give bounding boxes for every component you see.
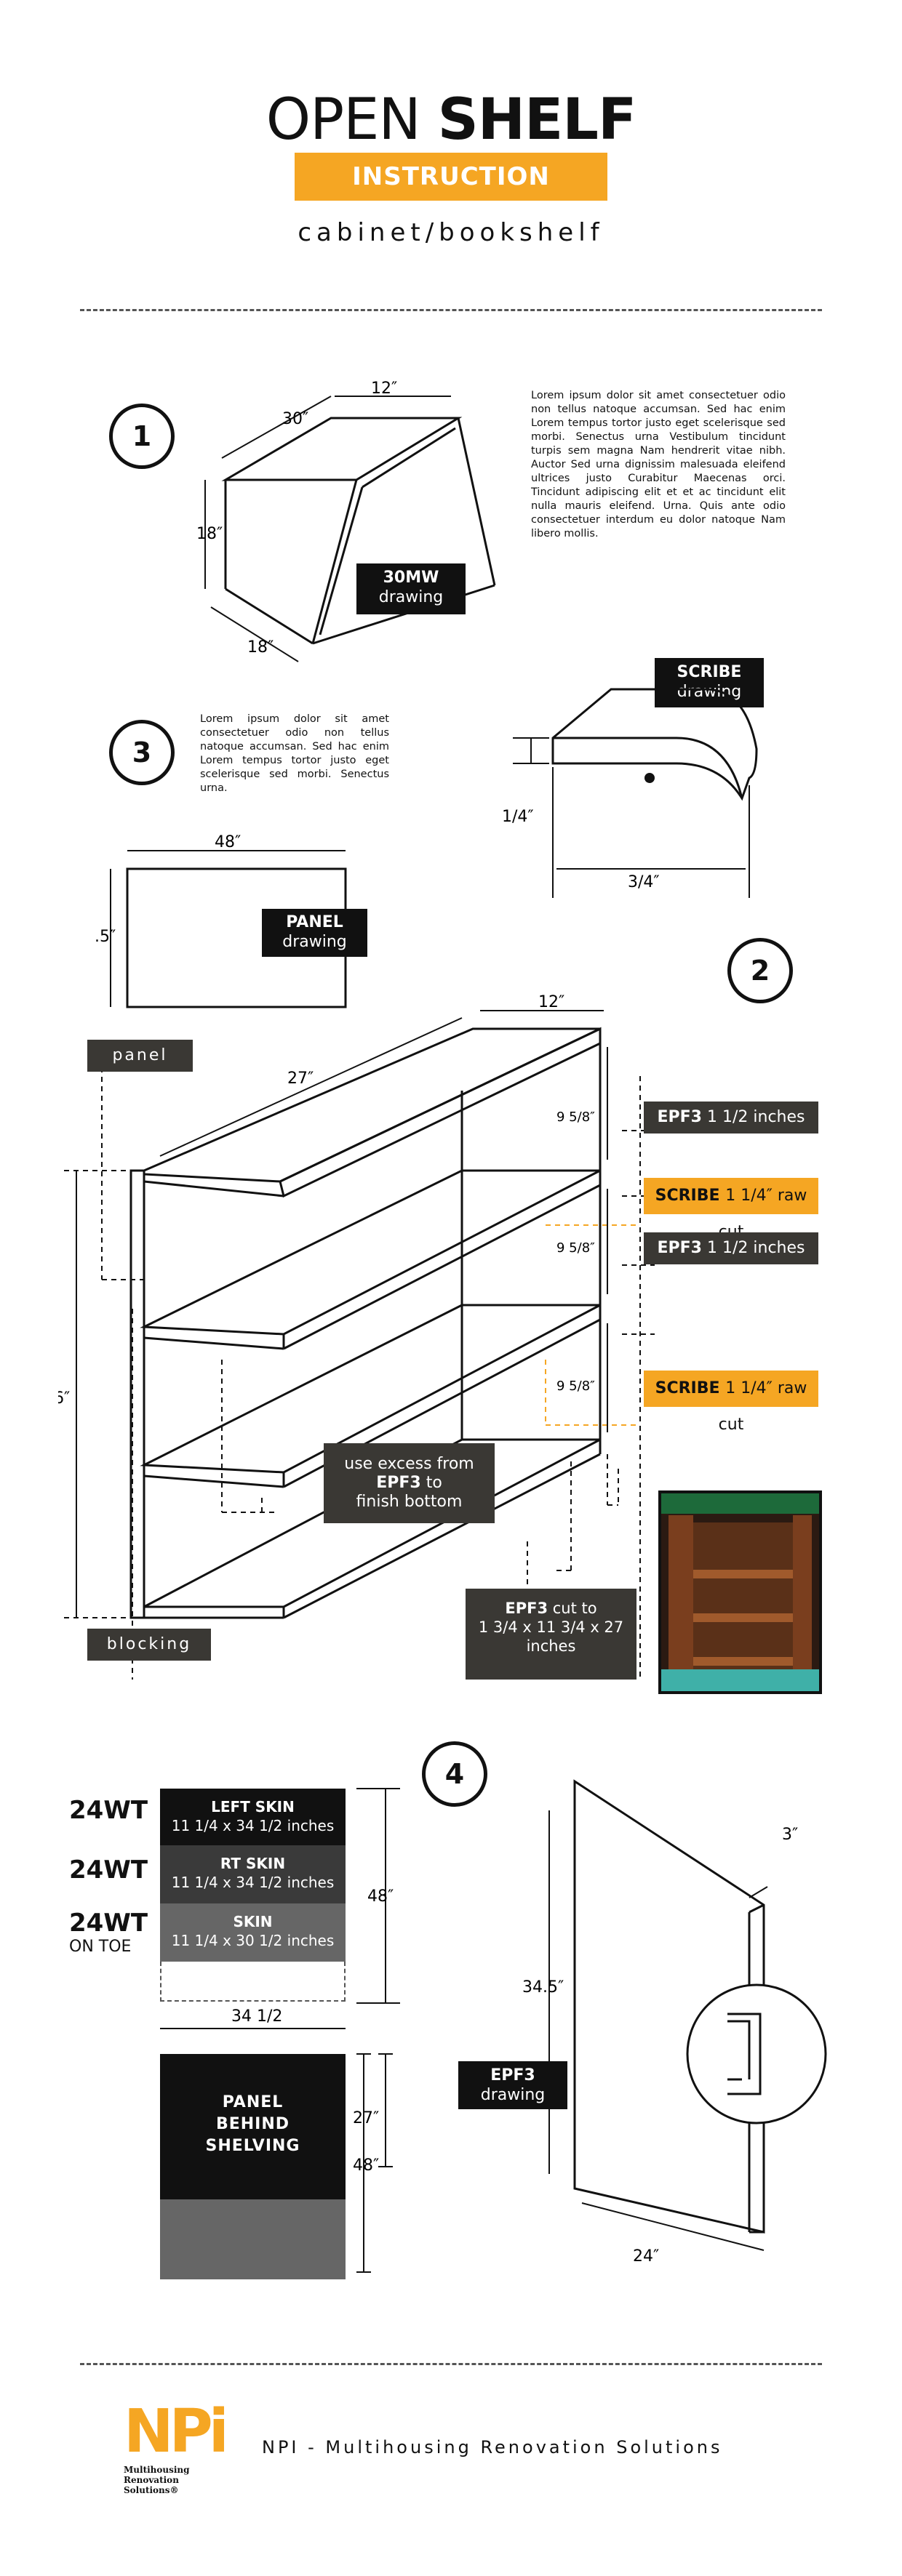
panel-behind-lower [160,2199,346,2279]
title-light: OPEN [266,87,421,153]
rt-skin-dims: 11 1/4 x 34 1/2 inches [171,1874,335,1891]
tag-30mw-title: 30MW [383,569,439,587]
skin-label-3-sub: ON TOE [69,1938,132,1956]
tag-scribe-2-rest: 1 1/4″ raw cut [718,1379,807,1434]
epf3-drawing: 34.5″ 3″ 24″ [522,1779,827,2266]
toe-skin-box: SKIN 11 1/4 x 30 1/2 inches [160,1903,346,1962]
dim-skin-height: 48″ [367,1887,394,1906]
dim-scribe-width: 3/4″ [628,873,660,891]
step-3-text: Lorem ipsum dolor sit amet consectetuer … [200,713,389,794]
cabinet-30mw-drawing: 30″ 12″ 18″ 18″ [196,380,496,662]
note-use-excess: use excess from EPF3 to finish bottom [324,1443,495,1523]
rt-skin-box: RT SKIN 11 1/4 x 34 1/2 inches [160,1845,346,1903]
tag-scribe-2-bold: SCRIBE [655,1379,720,1397]
skin-label-3: 24WT [69,1909,148,1938]
skin-label-2: 24WT [69,1855,148,1885]
tag-30mw-sub: drawing [378,588,444,606]
dim-epf-width: 24″ [633,2247,659,2266]
note-excess-line3: finish bottom [356,1493,463,1511]
label-panel: panel [87,1040,193,1072]
divider-bottom [80,2363,822,2365]
tag-scribe-1: SCRIBE 1 1/4″ raw cut [644,1178,818,1241]
note-cut-l1: cut to [552,1600,597,1617]
skin-label-1: 24WT [69,1796,148,1825]
dim-panel-top: 27″ [353,2109,379,2127]
dim-height-18: 18″ [196,525,223,543]
dim-panel-width: 48″ [215,833,241,851]
toe-skin-dims: 11 1/4 x 30 1/2 inches [171,1932,335,1949]
step-2-badge: 2 [727,938,793,1003]
dim-depth-12: 12″ [371,380,397,398]
note-excess-line2: to [426,1474,442,1492]
logo-sub1: Multihousing [124,2465,190,2475]
divider-top [80,309,822,311]
page-title: OPEN SHELF [0,87,902,153]
dim-panel-height: 34.5″ [95,928,116,946]
rt-skin-title: RT SKIN [220,1855,286,1872]
tag-scribe-2: SCRIBE 1 1/4″ raw cut [644,1371,818,1434]
tag-panel: PANEL drawing [262,909,367,957]
tag-epf3-1: EPF3 1 1/2 inches [644,1102,818,1133]
tag-epf3-2-rest: 1 1/2 inches [707,1239,805,1257]
dim-width-30: 30″ [282,410,308,428]
title-bold: SHELF [437,87,637,153]
tag-epf3-1-rest: 1 1/2 inches [707,1108,805,1126]
dim-shelf-height: 36″ [58,1389,70,1408]
label-blocking: blocking [87,1629,211,1661]
tag-panel-title: PANEL [286,913,343,931]
tag-epf3-title: EPF3 [490,2066,535,2085]
tag-epf3-sub: drawing [480,2086,546,2104]
note-cut-bold: EPF3 [505,1600,548,1617]
note-cut-l2: 1 3/4 x 11 3/4 x 27 [478,1618,624,1636]
subtitle: cabinet/bookshelf [298,218,604,247]
instruction-banner: INSTRUCTION MANUAL [295,153,607,239]
dim-scribe-height: 1/4″ [502,808,534,826]
note-epf3-cut: EPF3 cut to 1 3/4 x 11 3/4 x 27 inches [466,1589,636,1680]
tag-epf3-2-bold: EPF3 [657,1239,703,1257]
dim-gap-1: 9 5/8″ [556,1110,595,1125]
dim-shelf-length: 27″ [287,1070,314,1088]
step-1-text: Lorem ipsum dolor sit amet consectetuer … [531,390,786,539]
dim-shelf-depth: 12″ [538,993,564,1011]
note-excess-line1: use excess from [344,1455,474,1473]
tag-panel-sub: drawing [282,933,347,951]
panel-behind-shelving: PANEL BEHIND SHELVING [160,2054,346,2199]
step-3-badge: 3 [109,720,175,785]
note-cut-l3: inches [526,1637,576,1655]
dim-epf-height: 34.5″ [522,1978,564,1997]
tag-epf3-1-bold: EPF3 [657,1108,703,1126]
tag-scribe-title: SCRIBE [676,663,742,681]
left-skin-title: LEFT SKIN [211,1798,295,1815]
dim-bottom-18: 18″ [247,638,274,657]
open-shelf-drawing: 27″ 12″ 36″ 9 5/8″ 9 5/8″ 9 5/8″ [58,993,655,1680]
logo-sub2: Renovation Solutions® [124,2475,179,2495]
npi-logo: NPi Multihousing Renovation Solutions® [124,2399,233,2508]
dim-gap-2: 9 5/8″ [556,1240,595,1256]
scribe-profile-drawing: 1/4″ 3/4″ [502,688,758,898]
shelf-photo [658,1490,822,1694]
tag-epf3-2: EPF3 1 1/2 inches [644,1232,818,1264]
logo-letters: NPi [124,2397,229,2466]
skin-dimension-lines: 48″ 34 1/2 27″ 48″ [160,1788,400,2273]
skin-dashed-outline [160,1962,346,2002]
step-4-badge: 4 [422,1741,487,1807]
dim-epf-depth: 3″ [782,1826,798,1844]
note-excess-bold: EPF3 [376,1474,421,1492]
left-skin-box: LEFT SKIN 11 1/4 x 34 1/2 inches [160,1789,346,1845]
left-skin-dims: 11 1/4 x 34 1/2 inches [171,1817,335,1834]
toe-skin-title: SKIN [233,1913,273,1930]
step-1-badge: 1 [109,404,175,469]
dim-skin-width: 34 1/2 [231,2007,282,2026]
dim-gap-3: 9 5/8″ [556,1379,595,1394]
dim-panel-total: 48″ [353,2156,379,2175]
footer-text: NPI - Multihousing Renovation Solutions [262,2437,723,2457]
tag-scribe-1-bold: SCRIBE [655,1187,720,1205]
